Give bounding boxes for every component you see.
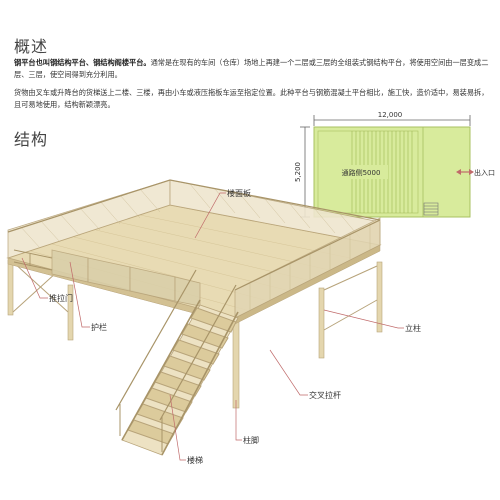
structure-title: 结构 [14,130,49,149]
column-front-mid [67,284,74,341]
callout-brace [269,349,308,396]
label-guardrail: 护栏 [91,322,107,332]
top-rail-front [234,219,381,291]
overview-paragraph-1: 钢平台也叫钢结构平台、钢结构阁楼平台。通常是在现有的车间（仓库）场地上再建一个二… [14,57,492,80]
entrance-arrow-left [456,169,461,175]
callout-foot [235,400,242,441]
label-brace: 交叉拉杆 [309,390,341,400]
top-rail [7,179,381,233]
column-front-right [232,319,240,409]
label-floor: 楼面板 [227,188,251,198]
overview-title: 概述 [14,37,49,56]
callout-floor [194,192,226,239]
label-column: 立柱 [405,323,421,333]
callout-guardrail [69,261,90,328]
callout-lines [21,192,404,461]
callout-stairs [169,394,186,461]
column-front-left [7,259,14,316]
callout-column [323,309,404,329]
label-gate: 推拉门 [49,293,73,303]
overview-paragraph-2: 货物由叉车或升降台的货梯送上二楼、三楼，再由小车或液压拖板车运至指定位置。此种平… [14,87,492,110]
overview-text-2: 货物由叉车或升降台的货梯送上二楼、三楼，再由小车或液压拖板车运至指定位置。此种平… [14,88,489,109]
plan-width-label: 12,000 [378,111,403,119]
plan-depth-label: 5,200 [294,162,302,182]
stairs [115,269,239,456]
entrance-arrow-right [469,169,474,175]
plan-area-label-bg [334,165,388,179]
sliding-gate [13,249,53,271]
railing-right-front-mesh [249,223,371,310]
entrance-label: 出入口 [474,168,495,177]
railing-back [7,179,381,259]
plan-area-label: 通路侧5000 [342,168,381,177]
label-foot: 柱脚 [243,435,259,445]
column-back-right [376,261,383,333]
railing-front-panels [51,249,201,307]
overview-lead: 钢平台也叫钢结构平台、钢结构阁楼平台。 [14,58,151,67]
railing-back-mesh [19,183,361,249]
plan-stair-symbol [423,202,439,216]
label-stairs: 楼梯 [187,455,203,465]
column-mid-right [318,287,325,359]
callout-gate [21,257,48,299]
railing-right-front [234,217,381,319]
overview-text-1: 通常是在现有的车间（仓库）场地上再建一个二层或三层的全组装式钢结构平台，将使用空… [14,58,489,79]
